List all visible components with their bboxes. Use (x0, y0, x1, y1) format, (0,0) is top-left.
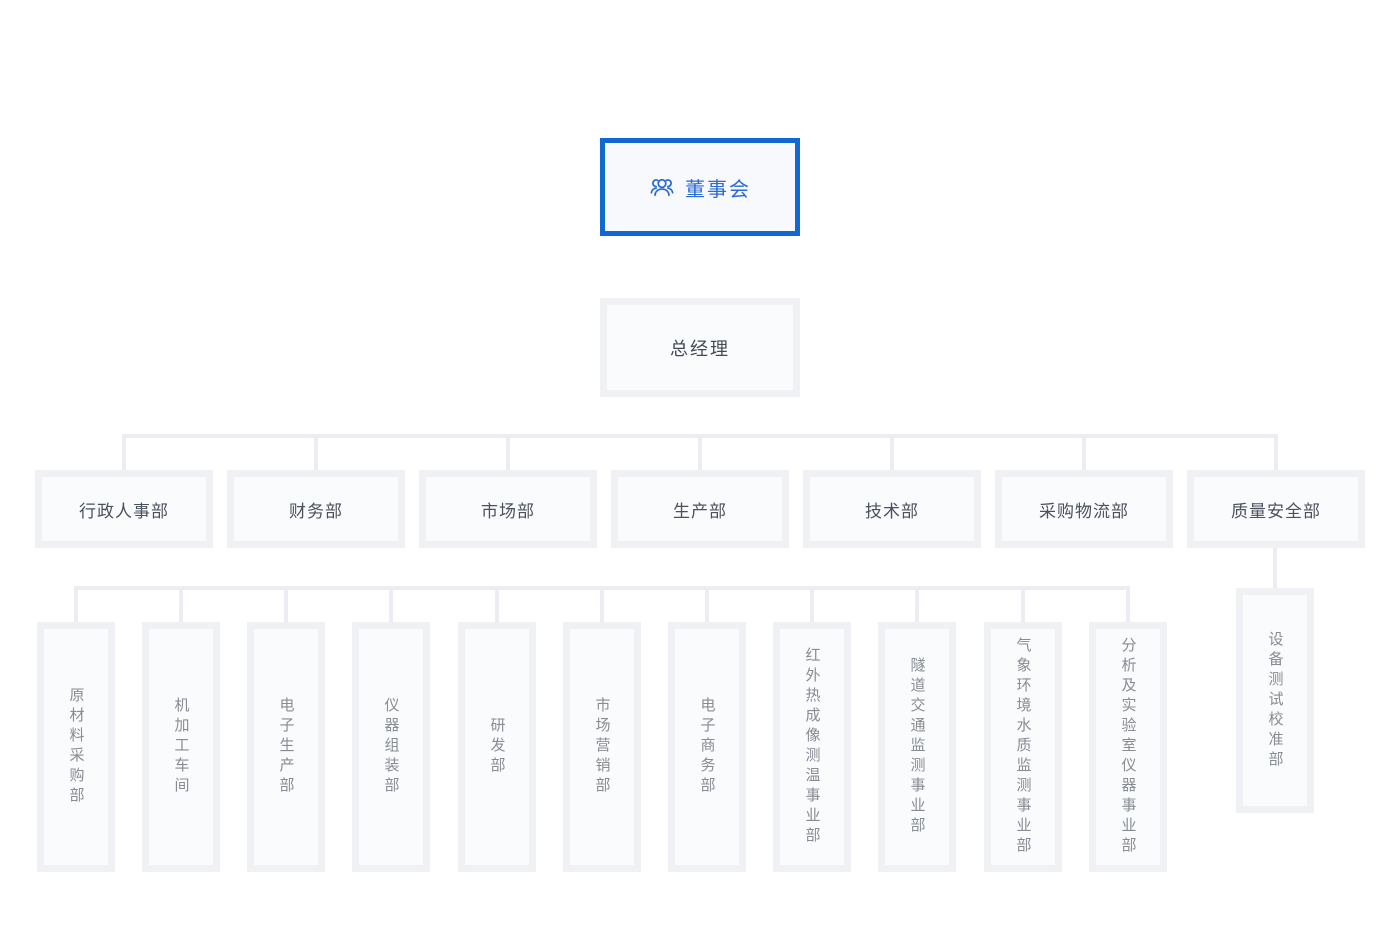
connector-stub (705, 586, 709, 624)
org-node-sub-analysis-lab-instruments[interactable]: 分析及实验室仪器事业部 (1089, 622, 1167, 872)
sub-dept-content: 机加工车间 (149, 629, 213, 865)
sub-dept-label: 原材料采购部 (67, 687, 85, 807)
org-node-sub-rnd[interactable]: 研发部 (458, 622, 536, 872)
sub-dept-content: 隧道交通监测事业部 (885, 629, 949, 865)
connector-stub (810, 586, 814, 624)
dept-label: 生产部 (673, 501, 727, 521)
org-node-sub-ecommerce[interactable]: 电子商务部 (668, 622, 746, 872)
sub-dept-content: 原材料采购部 (44, 629, 108, 865)
sub-dept-content: 电子商务部 (675, 629, 739, 865)
connector-stub (698, 434, 702, 472)
dept-label: 市场部 (481, 501, 535, 521)
dept-content: 生产部 (618, 477, 782, 541)
org-node-dept-market[interactable]: 市场部 (419, 470, 597, 548)
dept-label: 采购物流部 (1039, 501, 1129, 521)
connector-stub (1274, 434, 1278, 472)
sub-dept-content: 设备测试校准部 (1243, 595, 1307, 806)
org-node-gm-content: 总经理 (607, 305, 793, 390)
sub-dept-label: 气象环境水质监测事业部 (1014, 637, 1032, 857)
board-label: 董事会 (685, 178, 751, 201)
connector-stub (284, 586, 288, 624)
general-manager-label: 总经理 (670, 338, 730, 359)
sub-dept-content: 红外热成像测温事业部 (780, 629, 844, 865)
org-node-dept-admin-hr[interactable]: 行政人事部 (35, 470, 213, 548)
sub-dept-label: 研发部 (488, 717, 506, 777)
sub-dept-content: 研发部 (465, 629, 529, 865)
org-node-sub-marketing[interactable]: 市场营销部 (563, 622, 641, 872)
dept-content: 行政人事部 (42, 477, 206, 541)
org-node-dept-quality-safety[interactable]: 质量安全部 (1187, 470, 1365, 548)
sub-dept-label: 红外热成像测温事业部 (803, 647, 821, 847)
connector-stub (506, 434, 510, 472)
connector-stub (389, 586, 393, 624)
connector-stub-quality-safety (1273, 548, 1277, 590)
sub-dept-label: 电子商务部 (698, 697, 716, 797)
sub-dept-label: 市场营销部 (593, 697, 611, 797)
connector-stub (600, 586, 604, 624)
sub-dept-label: 分析及实验室仪器事业部 (1119, 637, 1137, 857)
dept-content: 质量安全部 (1194, 477, 1358, 541)
connector-stub (314, 434, 318, 472)
org-node-sub-tunnel-traffic-monitoring[interactable]: 隧道交通监测事业部 (878, 622, 956, 872)
org-node-sub-electronics-production[interactable]: 电子生产部 (247, 622, 325, 872)
org-node-dept-procurement-logistics[interactable]: 采购物流部 (995, 470, 1173, 548)
org-node-general-manager[interactable]: 总经理 (600, 298, 800, 397)
org-node-dept-finance[interactable]: 财务部 (227, 470, 405, 548)
sub-dept-label: 设备测试校准部 (1266, 630, 1284, 771)
connector-stub (890, 434, 894, 472)
connector-stub (1082, 434, 1086, 472)
connector-stub (122, 434, 126, 472)
team-icon (649, 174, 675, 200)
dept-label: 行政人事部 (79, 501, 169, 521)
connector-stub (74, 586, 78, 624)
connector-stub (915, 586, 919, 624)
org-node-sub-machining-workshop[interactable]: 机加工车间 (142, 622, 220, 872)
org-node-board[interactable]: 董事会 (600, 138, 800, 236)
org-node-dept-technology[interactable]: 技术部 (803, 470, 981, 548)
org-node-sub-meteorological-water-monitoring[interactable]: 气象环境水质监测事业部 (984, 622, 1062, 872)
connector-stub (179, 586, 183, 624)
dept-content: 财务部 (234, 477, 398, 541)
sub-dept-label: 仪器组装部 (382, 697, 400, 797)
sub-dept-label: 机加工车间 (172, 697, 190, 797)
sub-dept-label: 电子生产部 (277, 697, 295, 797)
sub-dept-label: 隧道交通监测事业部 (908, 657, 926, 837)
sub-dept-content: 分析及实验室仪器事业部 (1096, 629, 1160, 865)
dept-label: 质量安全部 (1231, 501, 1321, 521)
dept-content: 采购物流部 (1002, 477, 1166, 541)
dept-content: 技术部 (810, 477, 974, 541)
org-node-sub-raw-material-procurement[interactable]: 原材料采购部 (37, 622, 115, 872)
connector-stub (495, 586, 499, 624)
sub-dept-content: 电子生产部 (254, 629, 318, 865)
sub-dept-content: 仪器组装部 (359, 629, 423, 865)
org-node-sub-equipment-test-calibration[interactable]: 设备测试校准部 (1236, 588, 1314, 813)
org-node-dept-production[interactable]: 生产部 (611, 470, 789, 548)
org-node-sub-infrared-thermal-imaging[interactable]: 红外热成像测温事业部 (773, 622, 851, 872)
sub-dept-content: 气象环境水质监测事业部 (991, 629, 1055, 865)
connector-stub (1126, 586, 1130, 624)
org-node-board-content: 董事会 (605, 143, 795, 231)
sub-dept-content: 市场营销部 (570, 629, 634, 865)
dept-content: 市场部 (426, 477, 590, 541)
connector-stub (1021, 586, 1025, 624)
dept-label: 财务部 (289, 501, 343, 521)
dept-label: 技术部 (865, 501, 919, 521)
org-node-sub-instrument-assembly[interactable]: 仪器组装部 (352, 622, 430, 872)
